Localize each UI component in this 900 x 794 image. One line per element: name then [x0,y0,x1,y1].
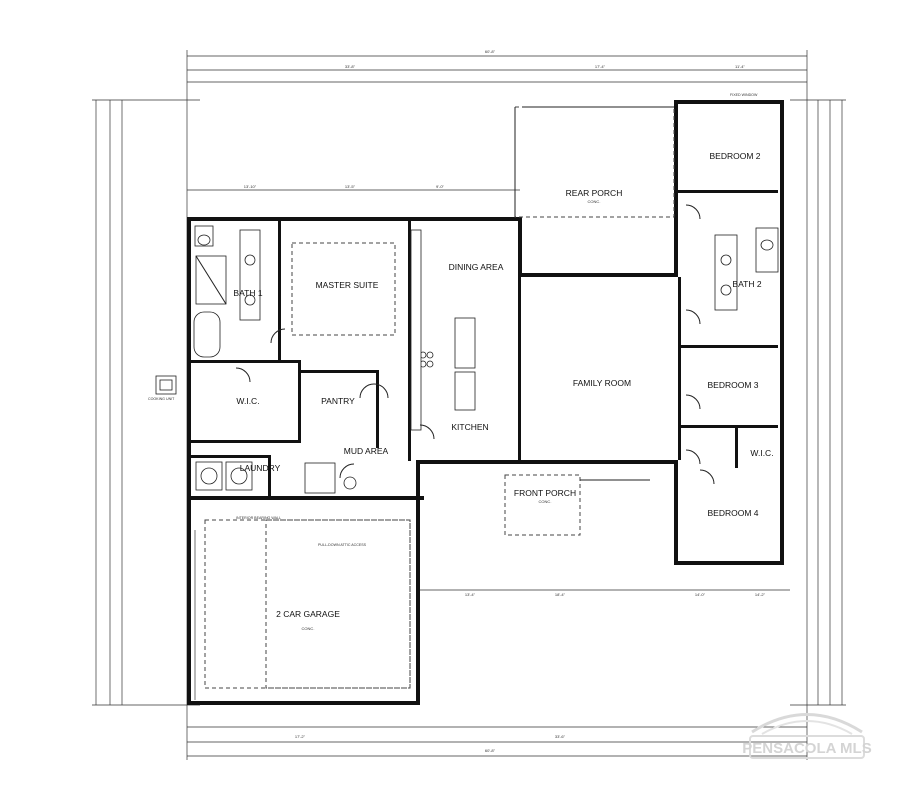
note-fixed-window: FIXED WINDOW [730,93,758,97]
svg-text:60'-8": 60'-8" [485,748,496,753]
label-rear-porch-sub: CONC. [588,199,601,204]
svg-text:13'-5": 13'-5" [345,184,356,189]
note-attic-access: PULL-DOWN ATTIC ACCESS [318,543,367,547]
label-wic2: W.I.C. [750,448,773,458]
label-mud-area: MUD AREA [344,446,389,456]
walls [187,100,784,705]
label-dining-area: DINING AREA [449,262,504,272]
svg-text:11'-4": 11'-4" [735,64,745,69]
label-family-room: FAMILY ROOM [573,378,631,388]
rear-porch-outline [514,106,675,218]
svg-text:18'-4": 18'-4" [555,592,566,597]
watermark-text: PENSACOLA MLS [742,740,871,757]
door-swings [235,204,715,485]
room-labels: BEDROOM 2 REAR PORCH CONC. MASTER SUITE … [233,151,773,631]
plan-notes: COOKING UNIT INTERIOR BEARING WALL FIXED… [148,93,758,547]
dimension-text: 60'-8" 33'-8" 17'-4" 11'-4" 60'-8" 17'-2… [244,49,766,753]
label-pantry: PANTRY [321,396,355,406]
label-bath2: BATH 2 [732,279,761,289]
label-wic1: W.I.C. [236,396,259,406]
svg-text:13'-4": 13'-4" [465,592,476,597]
label-front-porch: FRONT PORCH [514,488,576,498]
svg-text:33'-6": 33'-6" [555,734,566,739]
svg-text:14'-0": 14'-0" [695,592,706,597]
label-garage: 2 CAR GARAGE [276,609,340,619]
label-front-porch-sub: CONC. [539,499,552,504]
note-interior-bearing-wall: INTERIOR BEARING WALL [236,516,281,520]
label-laundry: LAUNDRY [240,463,281,473]
label-bedroom4: BEDROOM 4 [707,508,758,518]
svg-text:9'-0": 9'-0" [436,184,445,189]
ceiling-outlines [204,242,411,689]
svg-text:17'-2": 17'-2" [295,734,306,739]
dimension-lines [92,50,846,760]
svg-text:14'-2": 14'-2" [755,592,766,597]
svg-text:60'-8": 60'-8" [485,49,496,54]
label-bath1: BATH 1 [233,288,262,298]
mls-watermark-logo: PENSACOLA MLS [742,713,872,759]
note-cooking-unit: COOKING UNIT [148,397,175,401]
label-bedroom2: BEDROOM 2 [709,151,760,161]
fixtures [155,225,779,494]
label-master-suite: MASTER SUITE [316,280,379,290]
front-porch-outline [504,474,650,536]
svg-text:17'-4": 17'-4" [595,64,606,69]
svg-text:13'-10": 13'-10" [244,184,257,189]
label-garage-sub: CONC. [302,626,315,631]
svg-text:33'-8": 33'-8" [345,64,356,69]
label-rear-porch: REAR PORCH [566,188,623,198]
label-kitchen: KITCHEN [451,422,488,432]
label-bedroom3: BEDROOM 3 [707,380,758,390]
